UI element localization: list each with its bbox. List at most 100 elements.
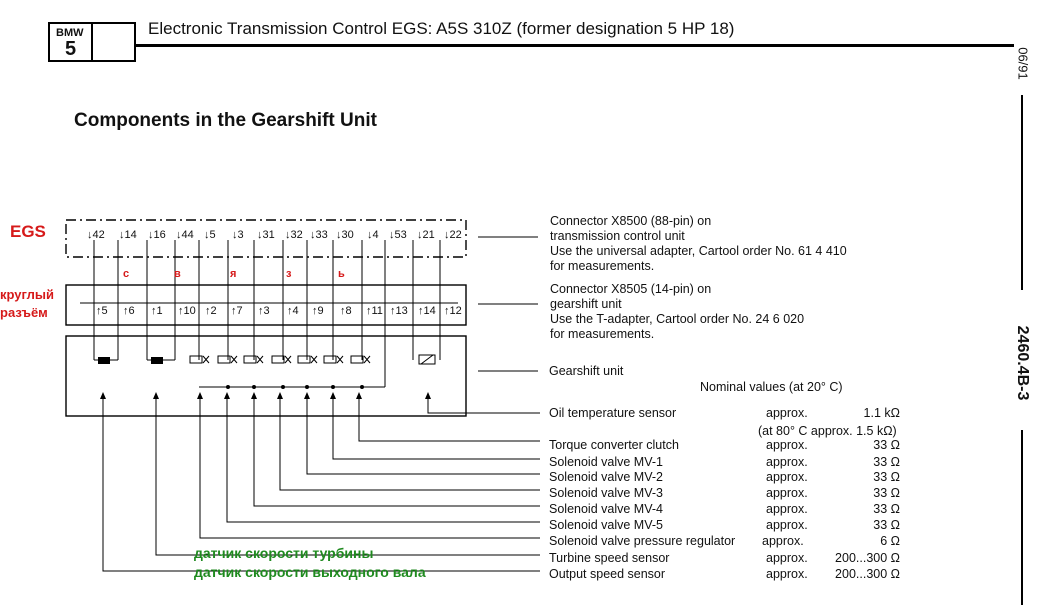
nominal-values-heading: Nominal values (at 20° C) <box>700 380 843 394</box>
bmw-series-badge: BMW 5 <box>48 22 136 62</box>
x8500-pin: ↓22 <box>444 229 462 241</box>
component-value: 33 Ω <box>873 502 900 516</box>
x8500-pin: ↓5 <box>204 229 216 241</box>
output-speed-sensor-symbol <box>98 357 110 364</box>
component-name: Turbine speed sensor <box>549 551 670 565</box>
wire-letter: с <box>123 268 130 280</box>
x8500-pin: ↓33 <box>310 229 328 241</box>
component-name: Solenoid valve MV-2 <box>549 470 663 484</box>
x8505-pin: ↑4 <box>287 305 299 317</box>
x8500-pin: ↓53 <box>389 229 407 241</box>
x8505-pin: ↑13 <box>390 305 408 317</box>
x8500-pin: ↓16 <box>148 229 166 241</box>
x8505-pin: ↑8 <box>340 305 352 317</box>
side-rule-bottom <box>1021 430 1023 605</box>
component-approx: approx. <box>766 486 808 500</box>
wire-letter: ь <box>338 268 345 280</box>
round-connector-annotation: круглый разъём <box>0 286 54 322</box>
x8500-pin: ↓14 <box>119 229 137 241</box>
component-approx: approx. <box>766 438 808 452</box>
x8505-description: Connector X8505 (14-pin) on gearshift un… <box>550 282 804 342</box>
x8505-desc-line: Use the T-adapter, Cartool order No. 24 … <box>550 312 805 326</box>
component-value: 6 Ω <box>880 534 900 548</box>
x8500-pin: ↓44 <box>176 229 194 241</box>
x8500-box <box>65 219 467 258</box>
section-title: Components in the Gearshift Unit <box>74 110 377 131</box>
x8505-pin: ↑6 <box>123 305 135 317</box>
component-note: (at 80° C approx. 1.5 kΩ) <box>758 424 897 438</box>
component-name: Output speed sensor <box>549 567 666 581</box>
component-arrows <box>100 392 431 399</box>
output-sensor-ru-annotation: датчик скорости выходного вала <box>194 564 426 580</box>
egs-annotation: EGS <box>10 222 46 241</box>
component-value: 33 Ω <box>873 470 900 484</box>
component-value: 33 Ω <box>873 438 900 452</box>
component-name: Oil temperature sensor <box>549 406 677 420</box>
component-approx: approx. <box>766 406 808 420</box>
gearshift-unit-box <box>65 335 467 417</box>
component-value: 33 Ω <box>873 455 900 469</box>
wire-letter: я <box>230 268 237 280</box>
x8505-pin: ↑1 <box>151 305 163 317</box>
x8500-pin: ↓3 <box>232 229 244 241</box>
component-name: Solenoid valve MV-3 <box>549 486 663 500</box>
x8500-desc-line: Connector X8500 (88-pin) on <box>550 214 712 228</box>
component-value: 33 Ω <box>873 486 900 500</box>
x8505-pin: ↑7 <box>231 305 243 317</box>
badge-series: 5 <box>65 38 77 60</box>
wire-letter: в <box>174 268 181 280</box>
side-rule-top <box>1021 95 1023 290</box>
x8505-pin: ↑2 <box>205 305 217 317</box>
component-value: 33 Ω <box>873 518 900 532</box>
x8505-pin: ↑14 <box>418 305 436 317</box>
x8505-pin: ↑10 <box>178 305 196 317</box>
x8500-pin: ↓4 <box>367 229 379 241</box>
title-rule <box>136 44 1014 47</box>
component-name: Torque converter clutch <box>549 438 679 452</box>
component-approx: approx. <box>766 518 808 532</box>
component-value: 200...300 Ω <box>835 567 900 581</box>
x8505-pin: ↑9 <box>312 305 324 317</box>
x8500-desc-line: transmission control unit <box>550 229 685 243</box>
component-value: 1.1 kΩ <box>863 406 900 420</box>
component-approx: approx. <box>766 502 808 516</box>
component-name: Solenoid valve MV-4 <box>549 502 663 516</box>
gearshift-unit-label: Gearshift unit <box>549 364 624 378</box>
x8505-pin: ↑3 <box>258 305 270 317</box>
x8500-pin: ↓21 <box>417 229 435 241</box>
x8500-description: Connector X8500 (88-pin) on transmission… <box>550 214 847 274</box>
x8500-desc-line: Use the universal adapter, Cartool order… <box>550 244 847 258</box>
component-approx: approx. <box>762 534 804 548</box>
x8505-desc-line: for measurements. <box>550 327 655 341</box>
component-name: Solenoid valve pressure regulator <box>549 534 736 548</box>
x8505-box <box>65 284 467 326</box>
x8500-pin: ↓32 <box>285 229 303 241</box>
component-name: Solenoid valve MV-5 <box>549 518 663 532</box>
x8505-pin: ↑11 <box>366 305 383 317</box>
round-connector-line2: разъём <box>0 305 48 320</box>
turbine-sensor-ru-annotation: датчик скорости турбины <box>194 545 374 561</box>
solenoid-symbols <box>189 355 371 364</box>
x8500-pin: ↓30 <box>336 229 354 241</box>
component-approx: approx. <box>766 470 808 484</box>
x8505-pin: ↑5 <box>96 305 108 317</box>
x8500-desc-line: for measurements. <box>550 259 655 273</box>
badge-divider <box>91 24 93 60</box>
component-approx: approx. <box>766 567 808 581</box>
component-name: Solenoid valve MV-1 <box>549 455 663 469</box>
x8505-pin: ↑12 <box>444 305 462 317</box>
x8505-desc-line: Connector X8505 (14-pin) on <box>550 282 712 296</box>
x8505-desc-line: gearshift unit <box>550 297 622 311</box>
turbine-speed-sensor-symbol <box>151 357 163 364</box>
x8500-pin: ↓31 <box>257 229 275 241</box>
x8500-pin: ↓42 <box>87 229 105 241</box>
page-title: Electronic Transmission Control EGS: A5S… <box>148 19 735 38</box>
component-approx: approx. <box>766 551 808 565</box>
oil-temp-sensor-symbol <box>418 354 436 365</box>
round-connector-line1: круглый <box>0 287 54 302</box>
component-leaders <box>102 398 540 572</box>
badge-make: BMW <box>56 27 84 39</box>
wires <box>93 240 441 387</box>
component-value: 200...300 Ω <box>835 551 900 565</box>
